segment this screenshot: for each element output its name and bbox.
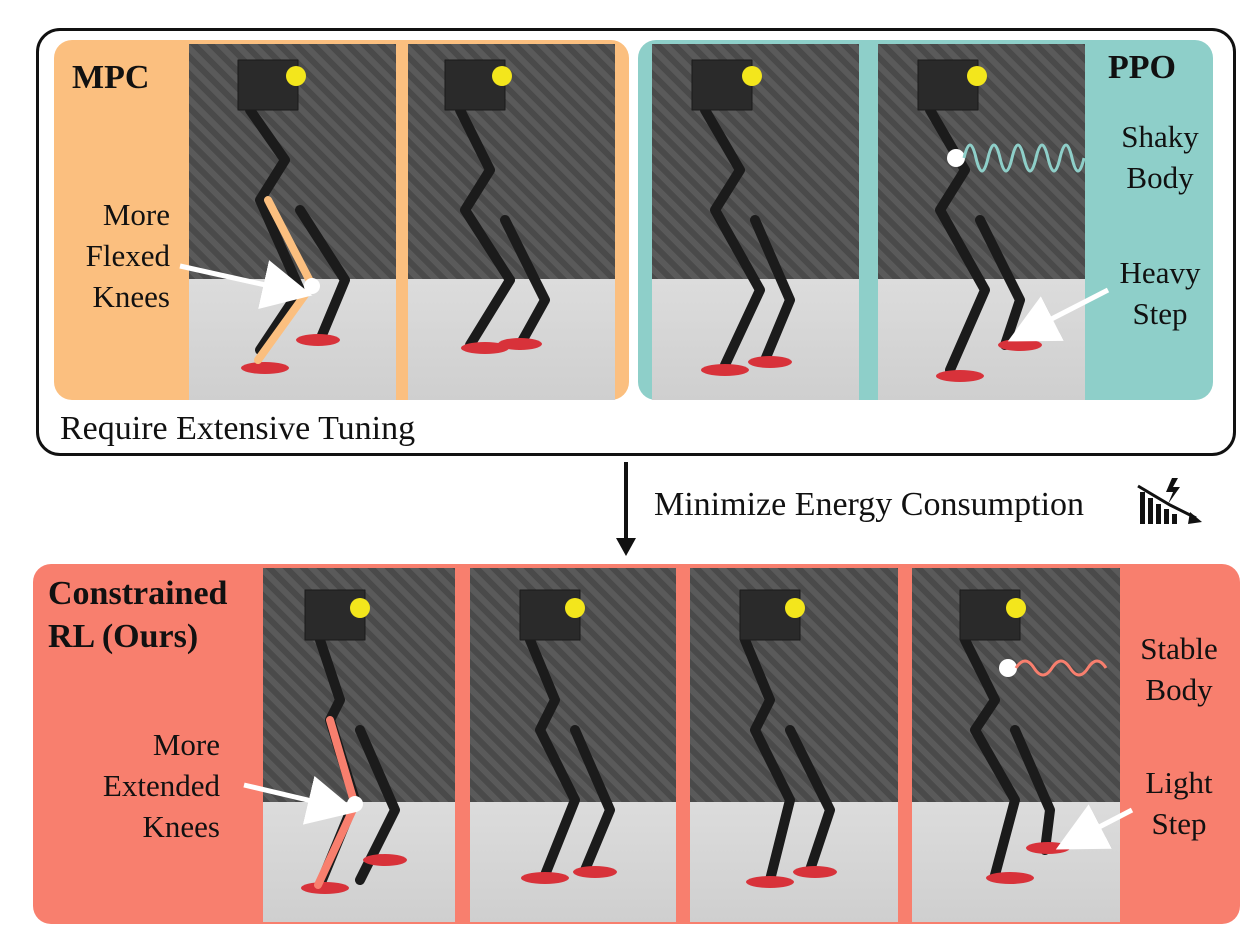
energy-icon-trend-head <box>1188 512 1202 524</box>
energy-icon-bar <box>1156 504 1161 524</box>
energy-icon-bar <box>1148 498 1153 524</box>
energy-icon-bar <box>1164 509 1169 524</box>
transition-arrowhead <box>616 538 636 556</box>
energy-icon-trend <box>1137 484 1197 520</box>
energy-icon-bar <box>1140 492 1145 524</box>
transition-label: Minimize Energy Consumption <box>654 486 1085 523</box>
ppo-annotation-body: Shaky Body <box>1121 119 1199 195</box>
mpc-robot-photo-2 <box>408 44 615 400</box>
ours-title: Constrained RL (Ours) <box>48 575 228 655</box>
energy-decrease-icon <box>1137 478 1202 524</box>
lightning-icon <box>1166 478 1180 504</box>
ppo-robot-photo-1 <box>652 44 859 400</box>
ppo-title: PPO <box>1108 49 1176 86</box>
mpc-title: MPC <box>72 59 150 96</box>
ours-annotation-body: Stable Body <box>1140 631 1218 707</box>
mpc-robot-photo-1 <box>189 44 396 400</box>
ppo-annotation-step: Heavy Step <box>1119 255 1201 331</box>
ours-robot-photo-2 <box>470 568 676 922</box>
ours-robot-photo-1 <box>263 568 455 922</box>
ours-annotation-knees: More Extended Knees <box>102 727 220 844</box>
ours-robot-photo-4 <box>912 568 1120 922</box>
ours-annotation-step: Light Step <box>1145 765 1213 841</box>
top-caption: Require Extensive Tuning <box>60 410 416 447</box>
ppo-robot-photo-2 <box>878 44 1085 400</box>
mpc-annotation-knees: More Flexed Knees <box>85 197 170 314</box>
ours-robot-photo-3 <box>690 568 898 922</box>
energy-icon-bar <box>1172 514 1177 524</box>
